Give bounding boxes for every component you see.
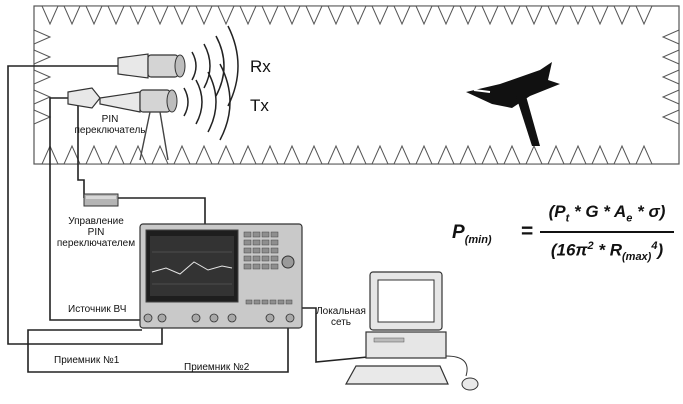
pin-control-label-line1: Управление bbox=[68, 216, 124, 227]
pin-control-label: Управление PIN переключателем bbox=[56, 216, 136, 249]
pin-switch-label-line1: PIN bbox=[101, 114, 119, 125]
tx-antenna bbox=[67, 87, 178, 161]
formula-denominator: (16π2 * R(max)4) bbox=[550, 240, 664, 264]
pin-control-label-line2: PIN bbox=[87, 227, 105, 238]
rx-antenna bbox=[117, 53, 186, 79]
tx-wave-arcs bbox=[183, 63, 231, 141]
pin-switch-label: PIN переключатель bbox=[70, 114, 150, 136]
cable-receiver2 bbox=[27, 322, 289, 373]
pin-control-box bbox=[83, 193, 119, 207]
radar-range-equation: P(min) = (Pt * G * Ae * σ) (16π2 * R(max… bbox=[452, 200, 677, 272]
absorber-cones bbox=[33, 5, 680, 165]
lan-label: Локальная сеть bbox=[312, 306, 370, 328]
lan-label-line2: сеть bbox=[330, 317, 352, 328]
tx-label: Tx bbox=[250, 96, 269, 115]
anechoic-chamber-wall bbox=[33, 5, 680, 165]
cable-lan bbox=[298, 307, 379, 363]
receiver2-label: Приемник №2 bbox=[184, 362, 250, 373]
rf-source-label: Источник ВЧ bbox=[68, 304, 127, 315]
pin-control-label-line3: переключателем bbox=[56, 238, 136, 249]
formula-lhs: P(min) bbox=[452, 222, 492, 246]
formula-fraction-bar bbox=[540, 231, 674, 233]
formula-equals: = bbox=[521, 220, 534, 243]
lan-label-line1: Локальная bbox=[316, 306, 366, 317]
pin-switch-label-line2: переключатель bbox=[74, 125, 146, 136]
cable-pin-control bbox=[77, 98, 85, 198]
rx-label: Rx bbox=[250, 57, 271, 76]
network-analyzer bbox=[139, 223, 303, 329]
aircraft-target bbox=[466, 62, 560, 146]
formula-numerator: (Pt * G * Ae * σ) bbox=[548, 202, 666, 225]
receiver1-label: Приемник №1 bbox=[54, 355, 120, 366]
cable-pin-to-rf-source bbox=[49, 97, 150, 321]
rx-wave-arcs bbox=[191, 25, 239, 107]
computer bbox=[344, 271, 479, 391]
cable-rx-to-receiver1 bbox=[7, 65, 163, 345]
